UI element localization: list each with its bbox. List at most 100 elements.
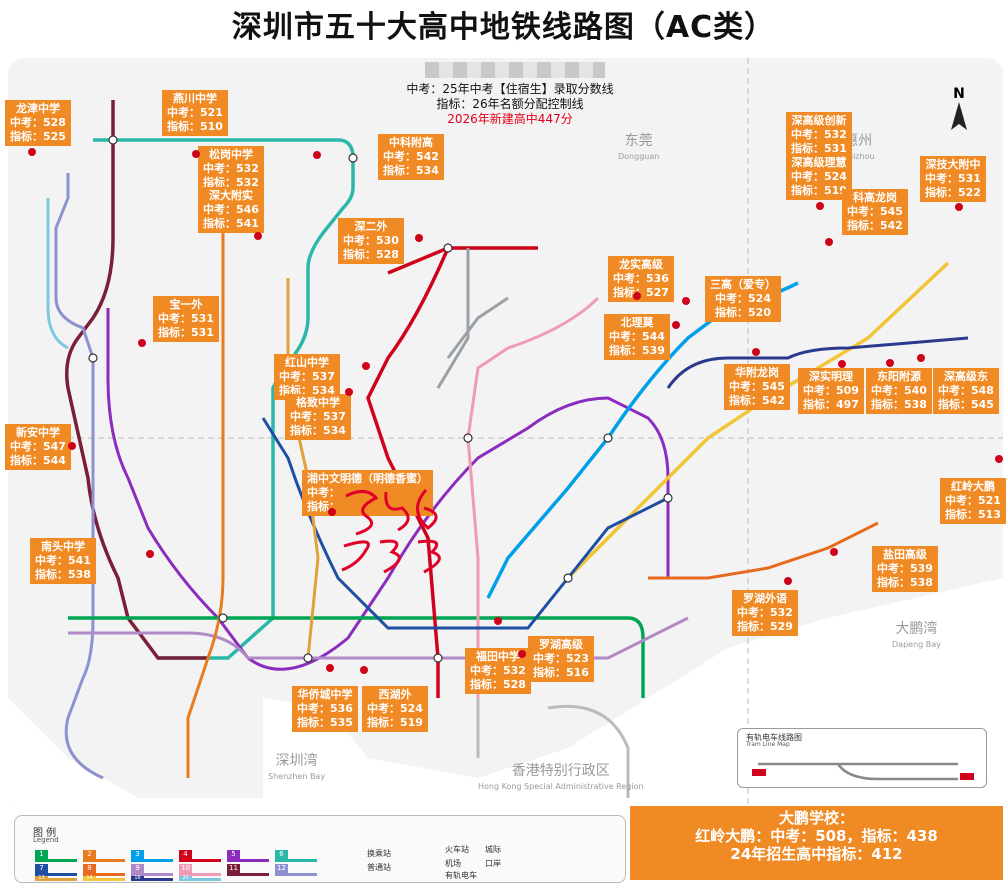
location-marker — [955, 203, 963, 211]
line-2 — [186, 228, 225, 778]
legend-intercity: 城际 — [485, 845, 501, 854]
legend-line-1: 1 — [35, 850, 77, 862]
location-marker — [830, 548, 838, 556]
location-marker — [138, 339, 146, 347]
legend-line-2: 2 — [83, 850, 125, 862]
location-marker — [254, 232, 262, 240]
legend-line-3: 3 — [131, 850, 173, 862]
tram-inset-map[interactable]: 有轨电车线路图 Tram Line Map — [737, 728, 987, 788]
dapeng-school-box[interactable]: 大鹏学校： 红岭大鹏：中考：508，指标：438 24年招生高中指标：412 — [630, 806, 1003, 880]
metro-network — [8, 58, 1003, 808]
location-marker — [633, 292, 641, 300]
water-area-west — [8, 698, 263, 808]
line-6 — [93, 138, 355, 660]
location-marker — [494, 617, 502, 625]
location-marker — [784, 577, 792, 585]
line-9 — [68, 616, 689, 660]
legend-panel: 图 例 Legend 1 2 3 4 5 6 7 8 9 10 11 12 13… — [14, 815, 626, 883]
legend-line-12: 12 — [275, 864, 317, 876]
line-14 — [566, 261, 950, 580]
legend-line-16: 16 — [131, 876, 173, 881]
location-marker — [146, 550, 154, 558]
legend-line-20: 20 — [179, 876, 221, 881]
dapeng-line-3: 24年招生高中指标：412 — [730, 845, 903, 863]
header-line-1: 中考：25年中考【住宿生】录取分数线 — [406, 82, 614, 96]
legend-airport: 机场 — [445, 859, 461, 868]
line-11 — [65, 100, 208, 660]
tram-subtitle: Tram Line Map — [746, 741, 790, 748]
line-20 — [46, 198, 69, 350]
legend-normal-station: 普通站 — [367, 863, 391, 872]
page-title: 深圳市五十大高中地铁线路图（AC类） — [231, 10, 776, 45]
map-header: 中考：25年中考【住宿生】录取分数线 指标：26年名额分配控制线 2026年新建… — [360, 82, 660, 127]
map-area[interactable] — [8, 58, 1003, 808]
legend-line-6: 6 — [275, 850, 317, 862]
line-intercity — [436, 248, 509, 389]
location-marker — [672, 321, 680, 329]
location-marker — [752, 348, 760, 356]
location-marker — [345, 388, 353, 396]
dapeng-line-1: 大鹏学校： — [778, 809, 854, 827]
location-marker — [995, 455, 1003, 463]
legend-line-14: 14 — [83, 876, 125, 881]
location-marker — [360, 666, 368, 674]
line-12 — [54, 173, 104, 780]
location-marker — [518, 650, 526, 658]
location-marker — [682, 297, 690, 305]
location-marker — [328, 508, 336, 516]
line-8 — [648, 521, 879, 580]
header-line-2: 指标：26年名额分配控制线 — [436, 97, 584, 111]
legend-line-11: 11 — [227, 864, 269, 876]
line-5 — [106, 308, 670, 671]
redacted-text — [425, 62, 605, 78]
location-marker — [825, 238, 833, 246]
location-marker — [838, 360, 846, 368]
legend-title: 图 例 — [33, 828, 57, 839]
legend-line-9: 9 — [131, 864, 173, 876]
legend-port: 口岸 — [485, 859, 501, 868]
location-marker — [313, 151, 321, 159]
location-marker — [816, 202, 824, 210]
legend-tram: 有轨电车 — [445, 871, 477, 880]
handwritten-annotation — [341, 488, 441, 574]
line-16 — [666, 336, 969, 389]
location-marker — [68, 442, 76, 450]
location-marker — [886, 359, 894, 367]
location-marker — [415, 234, 423, 242]
legend-line-4: 4 — [179, 850, 221, 862]
dapeng-line-2: 红岭大鹏：中考：508，指标：438 — [695, 827, 938, 845]
legend-transfer-station: 换乘站 — [367, 849, 391, 858]
tram-title: 有轨电车线路图 — [746, 733, 802, 742]
